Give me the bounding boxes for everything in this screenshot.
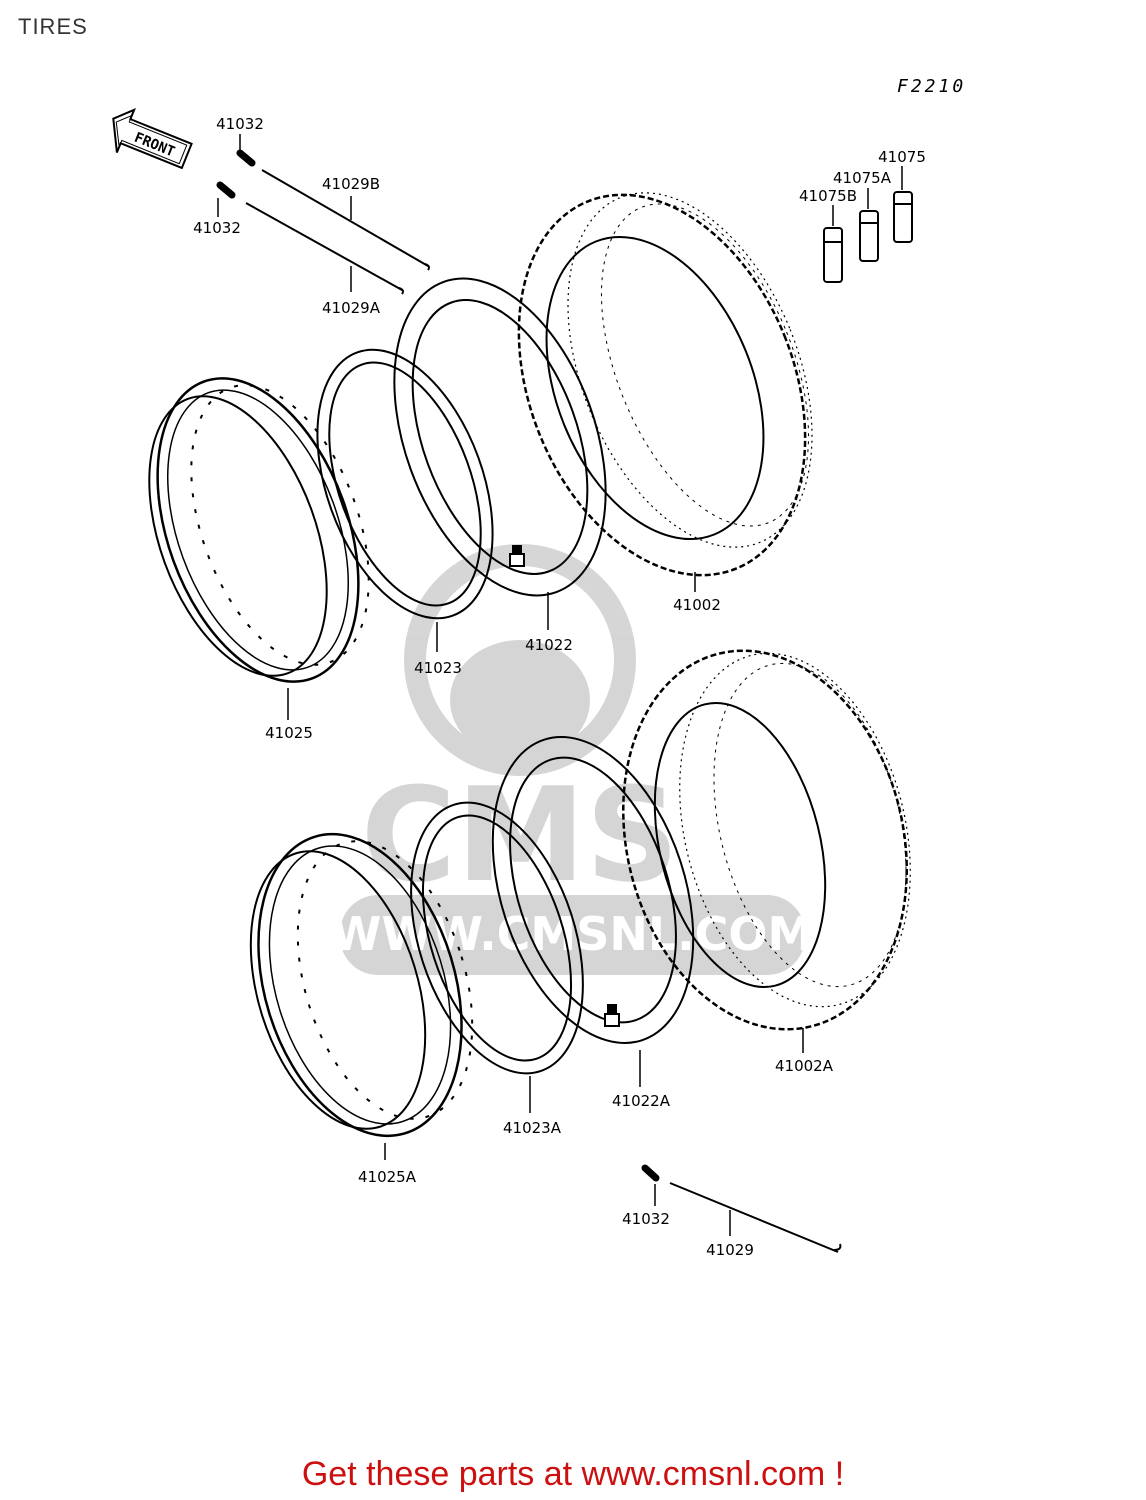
part-label-41029: 41029 bbox=[706, 1241, 754, 1259]
cms-watermark: CMS WWW.CMSNL.COM bbox=[331, 544, 813, 975]
valve-cap-41075 bbox=[823, 191, 913, 283]
part-label-41032-bottom: 41032 bbox=[622, 1210, 670, 1228]
tube-41022 bbox=[393, 277, 607, 597]
spoke-41029B bbox=[236, 149, 430, 271]
part-label-41029A: 41029A bbox=[322, 299, 381, 317]
part-label-41002: 41002 bbox=[673, 596, 721, 614]
tube-41022A bbox=[491, 736, 695, 1044]
rim-41025 bbox=[148, 377, 370, 683]
page-title: TIRES bbox=[18, 14, 88, 39]
exploded-parts-diagram: CMS WWW.CMSNL.COM FRONT bbox=[112, 107, 926, 1259]
part-label-41032-top: 41032 bbox=[216, 115, 264, 133]
part-label-41029B: 41029B bbox=[322, 175, 380, 193]
figure-code: F2210 bbox=[897, 76, 967, 97]
front-arrow-icon: FRONT bbox=[112, 107, 193, 170]
rim-band-41023A bbox=[410, 801, 584, 1075]
footer-shop-link[interactable]: Get these parts at www.cmsnl.com ! bbox=[301, 1455, 845, 1493]
part-label-41075B: 41075B bbox=[799, 187, 857, 205]
part-label-41025A: 41025A bbox=[358, 1168, 417, 1186]
watermark-brand: CMS bbox=[361, 759, 679, 911]
part-label-41032-mid: 41032 bbox=[193, 219, 241, 237]
part-label-41025: 41025 bbox=[265, 724, 313, 742]
part-label-41022A: 41022A bbox=[612, 1092, 671, 1110]
tire-41002A bbox=[622, 649, 911, 1031]
tire-41002 bbox=[517, 192, 813, 577]
rim-band-41023 bbox=[316, 348, 494, 620]
part-label-41022: 41022 bbox=[525, 636, 573, 654]
part-label-41023: 41023 bbox=[414, 659, 462, 677]
part-label-41002A: 41002A bbox=[775, 1057, 834, 1075]
rim-41025A bbox=[249, 832, 474, 1138]
part-label-41075: 41075 bbox=[878, 148, 926, 166]
part-label-41075A: 41075A bbox=[833, 169, 892, 187]
spoke-41029 bbox=[641, 1164, 842, 1253]
part-label-41023A: 41023A bbox=[503, 1119, 562, 1137]
spoke-41029A bbox=[216, 181, 404, 295]
